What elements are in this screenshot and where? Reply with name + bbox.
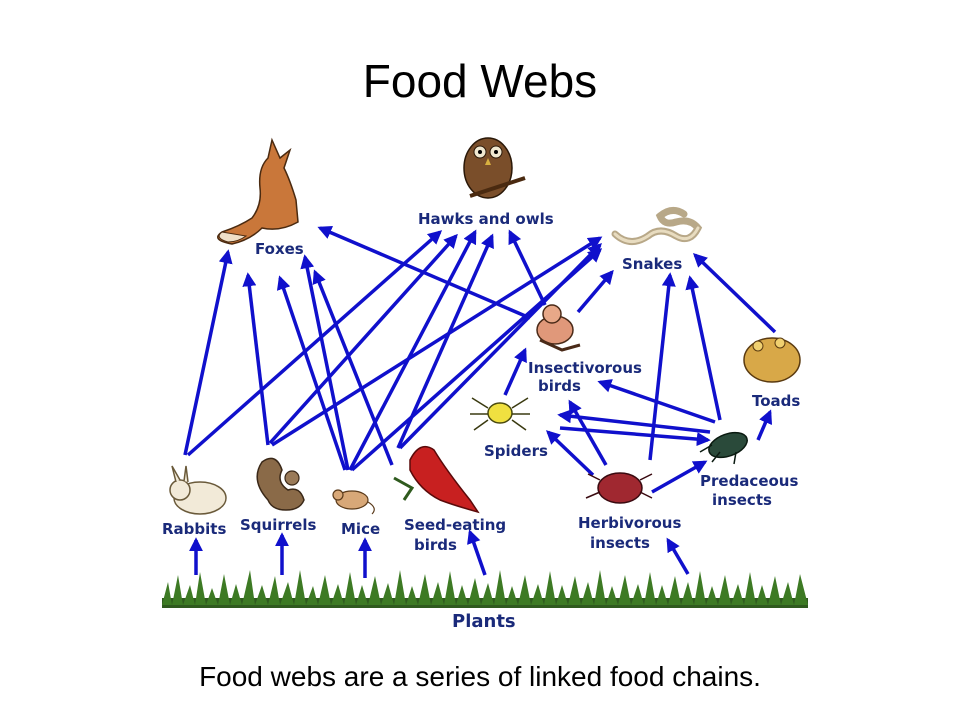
label-rabbits: Rabbits <box>162 520 226 538</box>
arrow-plants-seed-birds <box>467 529 487 576</box>
herbivorous-insect-illustration <box>585 472 653 504</box>
arrow-insbirds-foxes <box>317 225 531 320</box>
arrow-rabbits-hawks <box>186 230 443 457</box>
arrow-mice-foxes-a <box>276 275 347 471</box>
arrow-seedbirds-hawks <box>396 233 494 449</box>
arrow-toads-snakes <box>692 253 777 334</box>
food-web-labels: Foxes Hawks and owls Snakes Insectivorou… <box>162 210 800 632</box>
slide-title: Food Webs <box>362 55 598 107</box>
spider-illustration <box>470 397 530 431</box>
label-toads: Toads <box>752 392 800 410</box>
arrow-spiders-insbirds <box>503 347 527 396</box>
grass-illustration <box>162 570 808 608</box>
label-snakes: Snakes <box>622 255 682 273</box>
owl-illustration <box>463 137 526 199</box>
slide-caption: Food webs are a series of linked food ch… <box>199 661 761 692</box>
label-foxes: Foxes <box>255 240 304 258</box>
insectivorous-bird-illustration <box>536 304 581 352</box>
label-herbivorous-2: insects <box>590 534 650 552</box>
label-insectivorous-1: Insectivorous <box>528 359 642 377</box>
toad-illustration <box>743 337 801 383</box>
arrow-pred-spiders-b <box>559 426 711 447</box>
snake-illustration <box>611 207 703 245</box>
label-herbivorous-1: Herbivorous <box>578 514 681 532</box>
arrow-seedbirds-foxes <box>312 269 394 466</box>
mouse-illustration <box>332 489 375 515</box>
label-spiders: Spiders <box>484 442 548 460</box>
arrow-mice-foxes-b <box>300 254 350 471</box>
label-seed-eating-1: Seed-eating <box>404 516 506 534</box>
label-predaceous-2: insects <box>712 491 772 509</box>
arrow-pred-snakes <box>685 275 722 421</box>
arrow-squirrels-hawks <box>268 233 458 445</box>
predaceous-insect-illustration <box>699 431 748 465</box>
arrow-plants-herbivorous <box>666 537 690 575</box>
fox-illustration <box>217 137 299 245</box>
arrow-herb-predaceous <box>651 460 708 494</box>
label-plants: Plants <box>452 611 516 632</box>
label-squirrels: Squirrels <box>240 516 316 534</box>
arrow-squirrels-foxes <box>242 272 270 446</box>
label-predaceous-1: Predaceous <box>700 472 798 490</box>
label-insectivorous-2: birds <box>538 377 581 395</box>
arrow-seedbirds-snakes <box>398 243 602 450</box>
rabbit-illustration <box>169 465 227 515</box>
arrow-insbirds-hawks <box>508 229 547 306</box>
arrow-pred-insbirds <box>597 379 716 424</box>
arrow-pred-spiders <box>557 409 711 434</box>
arrow-insbirds-snakes <box>576 269 614 314</box>
arrow-herb-snakes <box>648 272 676 461</box>
food-web-arrows <box>183 225 777 578</box>
arrow-pred-toads <box>756 409 773 441</box>
label-seed-eating-2: birds <box>414 536 457 554</box>
arrow-rabbits-foxes <box>183 249 233 456</box>
arrow-mice-hawks <box>348 229 477 471</box>
seed-eating-bird-illustration <box>393 445 480 514</box>
squirrel-illustration <box>256 457 305 511</box>
label-hawks-owls: Hawks and owls <box>418 210 554 228</box>
arrow-herb-insbirds <box>568 399 608 466</box>
label-mice: Mice <box>341 520 380 538</box>
arrow-herb-spiders <box>545 430 595 477</box>
